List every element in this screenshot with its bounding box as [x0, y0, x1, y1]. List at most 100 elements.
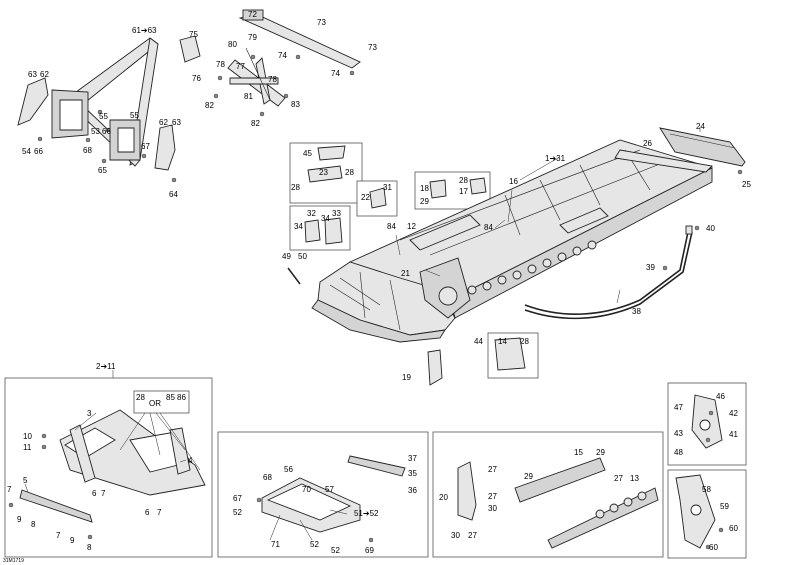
callout-28d: 28: [520, 337, 529, 346]
group-box-13-30: [432, 431, 664, 558]
callout-10: 10: [23, 432, 32, 441]
callout-32: 32: [307, 209, 316, 218]
callout-83: 83: [291, 100, 300, 109]
callout-34b: 34: [294, 222, 303, 231]
callout-50: 50: [298, 252, 307, 261]
callout-6b: 6: [145, 508, 150, 517]
callout-76: 76: [192, 74, 201, 83]
callout-66a: 66: [102, 127, 111, 136]
callout-42: 42: [729, 409, 738, 418]
callout-27d: 27: [468, 531, 477, 540]
callout-7b: 7: [101, 489, 106, 498]
callout-34a: 34: [321, 214, 330, 223]
group-box-51-52: [217, 431, 429, 558]
callout-41: 41: [729, 430, 738, 439]
callout-74b: 74: [331, 69, 340, 78]
callout-75: 75: [189, 30, 198, 39]
callout-65: 65: [98, 166, 107, 175]
bracket-14: [494, 337, 526, 371]
callout-45: 45: [303, 149, 312, 158]
callout-labels: 61➔63 75 72 73 73 80 79 74 74 78 77 78 7…: [3, 10, 751, 564]
callout-72: 72: [248, 10, 257, 19]
callout-84b: 84: [484, 223, 493, 232]
callout-46: 46: [716, 392, 725, 401]
callout-28b: 28: [291, 183, 300, 192]
callout-29: 29: [420, 197, 429, 206]
skid-plate-group: [261, 455, 406, 533]
callout-1-31: 1➔31: [545, 154, 566, 163]
group-box-58-60: [667, 469, 747, 559]
callout-67: 67: [141, 142, 150, 151]
callout-5: 5: [23, 476, 28, 485]
rear-bracket-group: [691, 394, 723, 449]
callout-4: 4: [188, 456, 193, 465]
callout-55b: 55: [130, 111, 139, 120]
callout-8a: 8: [31, 520, 36, 529]
option-box-28-85-86: [133, 390, 190, 414]
callout-61-63: 61➔63: [132, 26, 157, 35]
callout-30a: 30: [488, 504, 497, 513]
callout-51-52: 51➔52: [354, 509, 379, 518]
callout-2-11: 2➔11: [96, 362, 116, 371]
callout-15: 15: [574, 448, 583, 457]
callout-63b: 63: [172, 118, 181, 127]
callout-66b: 66: [34, 147, 43, 156]
upper-column-assembly: [17, 37, 176, 171]
callout-25: 25: [742, 180, 751, 189]
callout-57: 57: [325, 485, 334, 494]
fasteners: [8, 54, 743, 550]
callout-30b: 30: [451, 531, 460, 540]
main-frame-assembly: [311, 139, 714, 343]
callout-73b: 73: [368, 43, 377, 52]
callout-18: 18: [420, 184, 429, 193]
rear-bumper-24: [659, 127, 746, 167]
callout-31: 31: [383, 183, 392, 192]
steering-column-group: [179, 9, 361, 107]
callout-62a: 62: [40, 70, 49, 79]
rod-49: [287, 267, 301, 285]
callout-11: 11: [23, 443, 32, 452]
callout-81: 81: [244, 92, 253, 101]
callout-71: 71: [271, 540, 280, 549]
callout-9b: 9: [70, 536, 75, 545]
rail-assembly: [524, 225, 693, 320]
callout-7d: 7: [56, 531, 61, 540]
rail-5: [19, 489, 93, 523]
callout-70: 70: [302, 485, 311, 494]
callout-47: 47: [674, 403, 683, 412]
running-board-group: [457, 457, 659, 549]
callout-22: 22: [361, 193, 370, 202]
callout-49: 49: [282, 252, 291, 261]
callout-74a: 74: [278, 51, 287, 60]
callout-48: 48: [674, 448, 683, 457]
callout-60a: 60: [729, 524, 738, 533]
callout-16: 16: [509, 177, 518, 186]
group-box-2-11: [4, 377, 213, 558]
callout-59: 59: [720, 502, 729, 511]
callout-68: 68: [83, 146, 92, 155]
bracket-19: [427, 349, 443, 386]
callout-8b: 8: [87, 543, 92, 552]
callout-53: 53: [91, 127, 100, 136]
callout-or: OR: [149, 399, 161, 408]
callout-60b: 60: [709, 543, 718, 552]
callout-28c: 28: [459, 176, 468, 185]
callout-73a: 73: [317, 18, 326, 27]
callout-36: 36: [408, 486, 417, 495]
callout-85: 85: [166, 393, 175, 402]
callout-80: 80: [228, 40, 237, 49]
callout-29b: 29: [596, 448, 605, 457]
callout-52b: 52: [310, 540, 319, 549]
callout-40: 40: [706, 224, 715, 233]
callout-26: 26: [643, 139, 652, 148]
callout-69: 69: [365, 546, 374, 555]
callout-77: 77: [236, 62, 245, 71]
callout-39: 39: [646, 263, 655, 272]
callout-9a: 9: [17, 515, 22, 524]
plate-35: [347, 455, 406, 477]
callout-82a: 82: [205, 101, 214, 110]
callout-28a: 28: [345, 168, 354, 177]
callout-3: 3: [87, 409, 92, 418]
